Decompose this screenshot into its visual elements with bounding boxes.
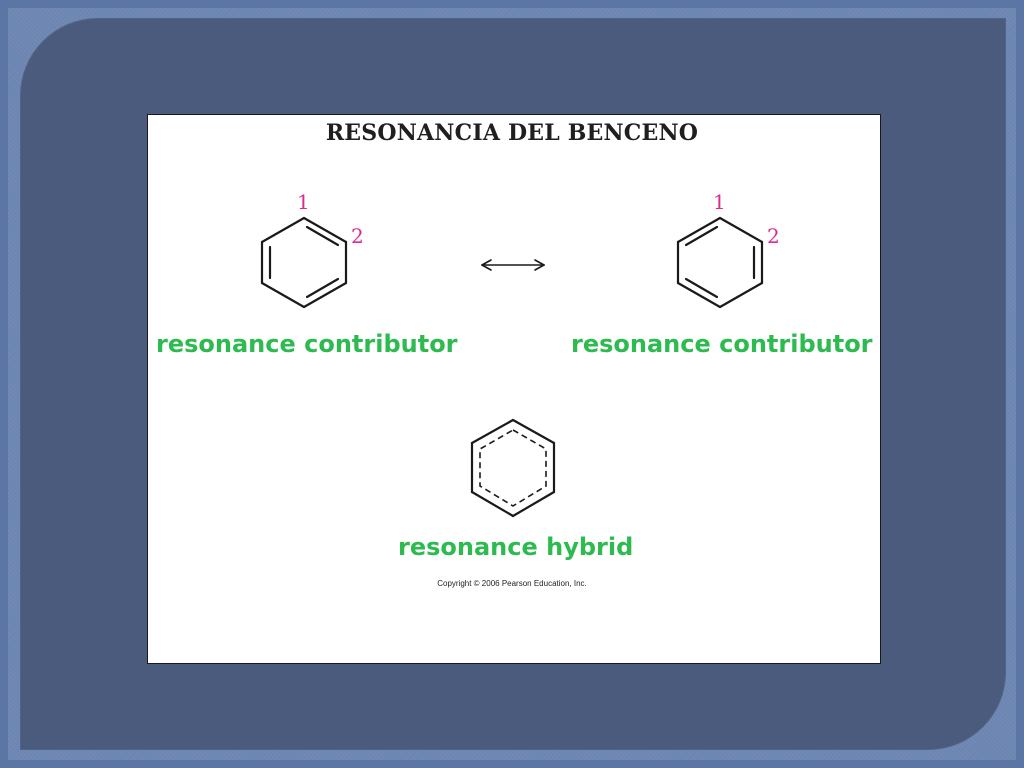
- delocalized-ring: [479, 429, 547, 507]
- benzene-hybrid-structure: [470, 418, 556, 518]
- position-label-2: 2: [767, 224, 780, 248]
- figure-box: [147, 114, 881, 664]
- double-bond-1-2: [305, 225, 340, 247]
- double-bond-3-4: [305, 277, 340, 299]
- copyright-notice: Copyright © 2006 Pearson Education, Inc.: [437, 579, 587, 588]
- benzene-right-structure: 1 2: [676, 190, 780, 309]
- double-bond-4-5: [684, 277, 719, 299]
- page-title: RESONANCIA DEL BENCENO: [325, 120, 699, 146]
- left-contributor-label: resonance contributor: [156, 330, 458, 358]
- benzene-left-structure: 1 2: [260, 190, 364, 309]
- bond-1-2: [302, 216, 348, 244]
- bond-4-5: [260, 281, 306, 309]
- double-bond-6-1: [684, 225, 719, 247]
- position-label-2: 2: [351, 224, 364, 248]
- bond-6-1: [260, 216, 306, 244]
- right-contributor-label: resonance contributor: [571, 330, 873, 358]
- position-label-1: 1: [297, 190, 310, 214]
- resonance-arrow-icon: [481, 259, 545, 271]
- bond-3-4: [302, 281, 348, 309]
- hybrid-label: resonance hybrid: [398, 533, 634, 561]
- position-label-1: 1: [713, 190, 726, 214]
